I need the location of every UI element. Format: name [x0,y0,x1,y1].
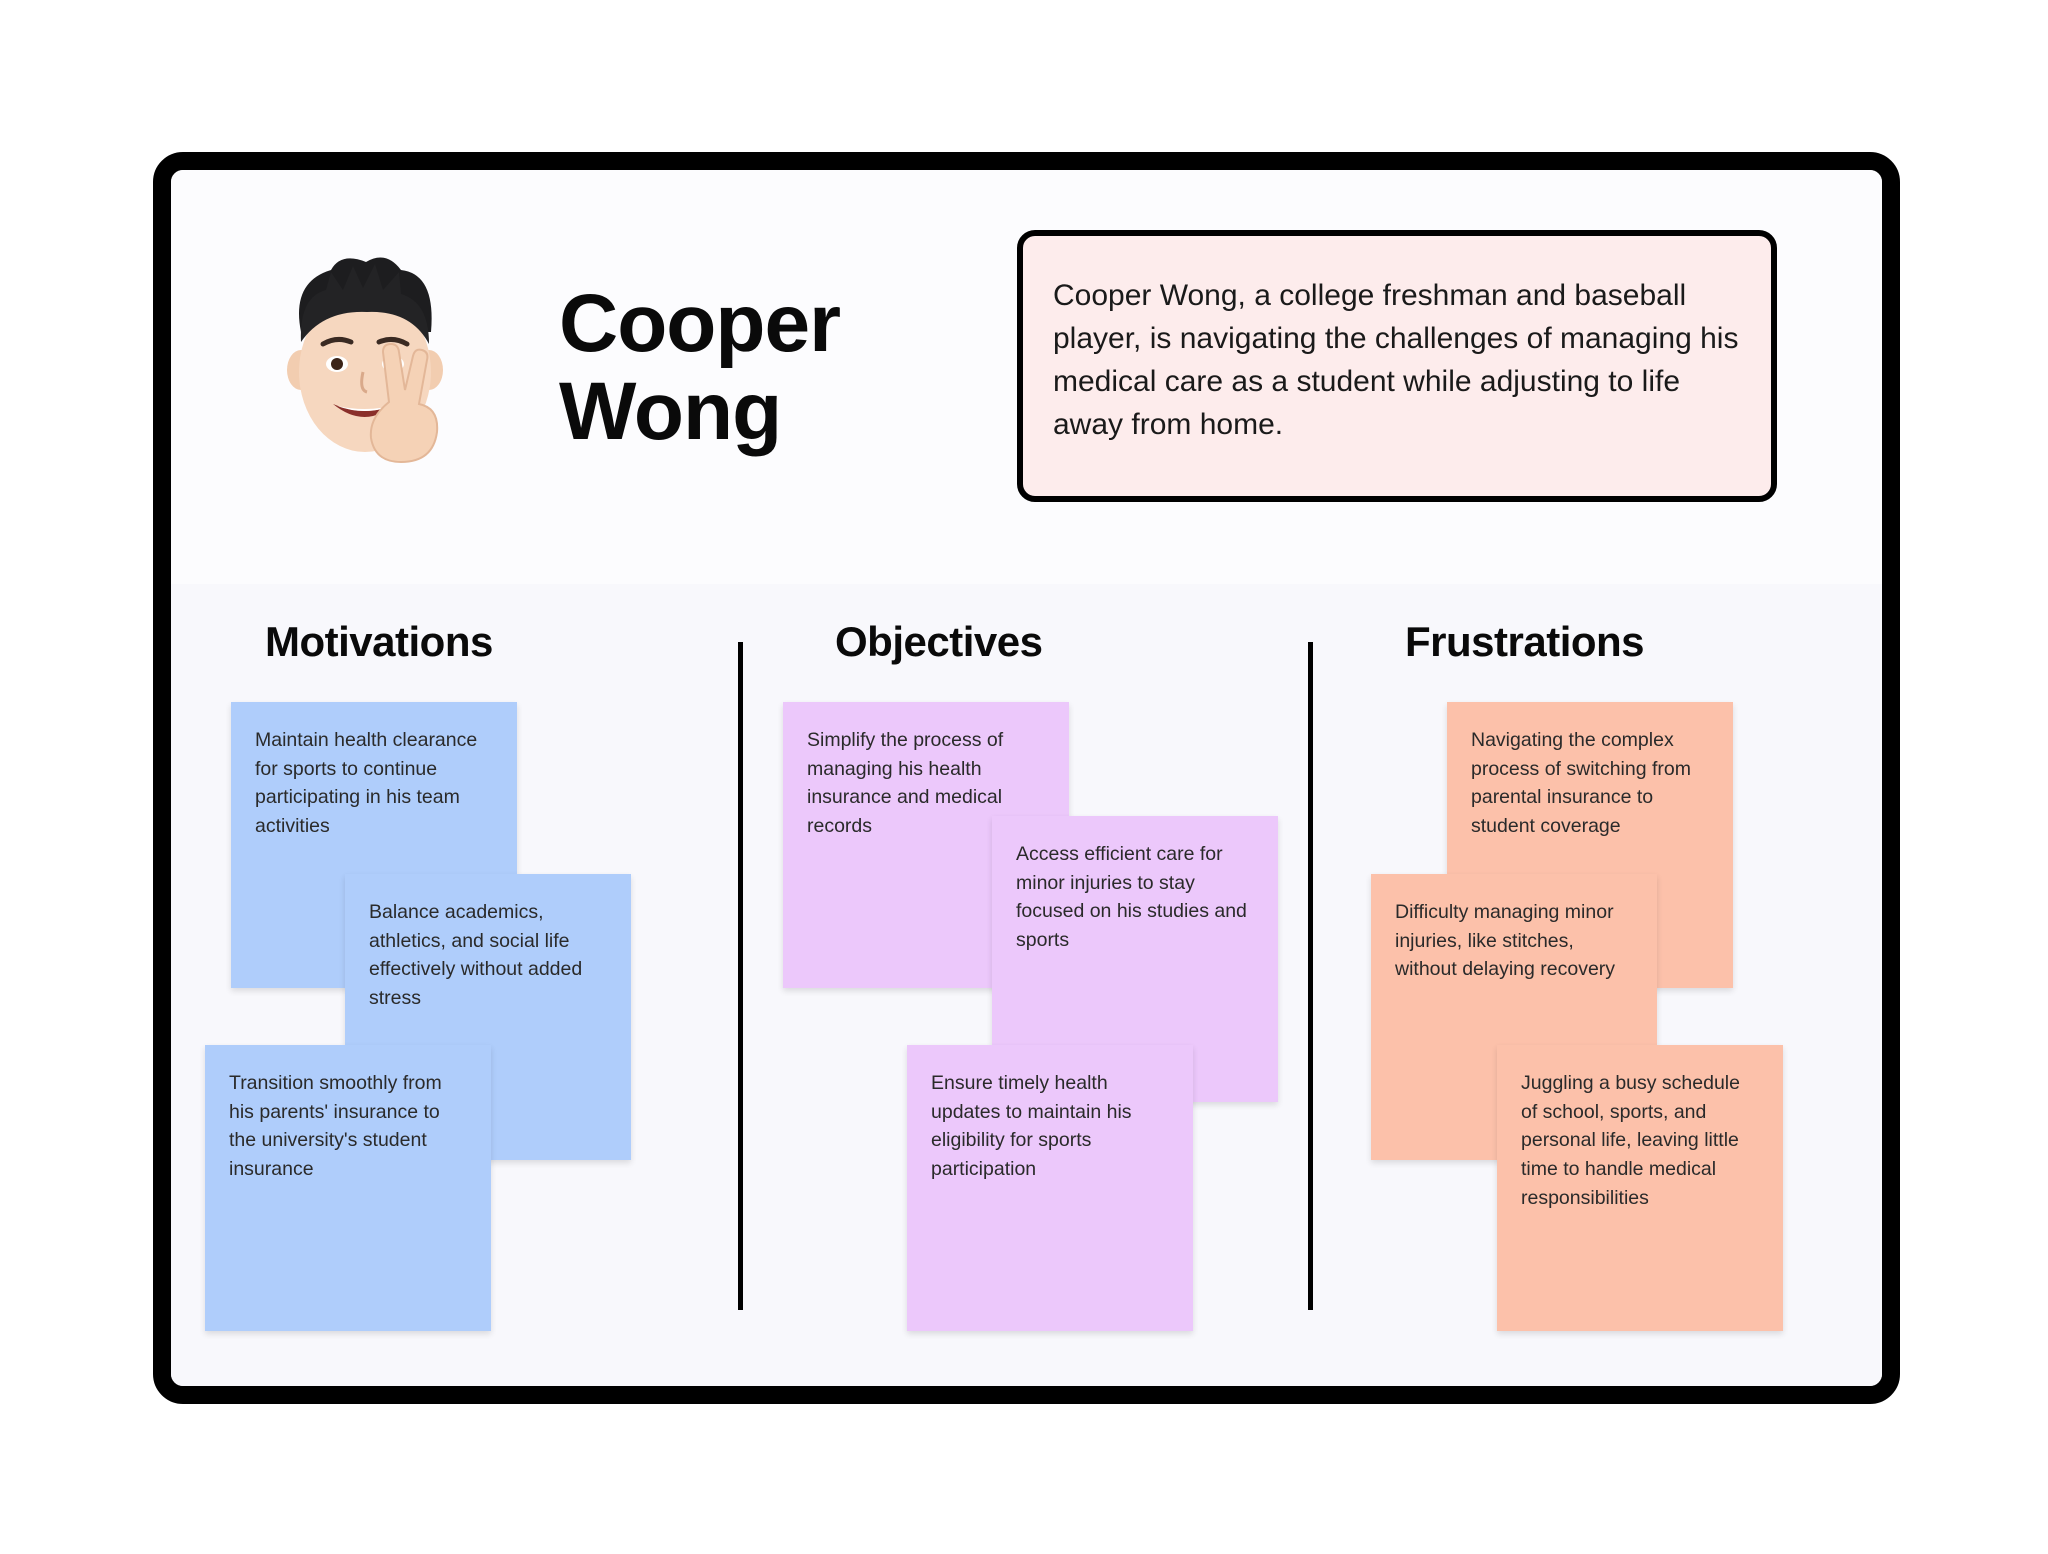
column-divider [1308,642,1313,1310]
column-divider [738,642,743,1310]
frustration-note[interactable]: Juggling a busy schedule of school, spor… [1497,1045,1783,1331]
first-name: Cooper [559,278,841,369]
frustrations-title: Frustrations [1405,618,1645,665]
objective-note[interactable]: Ensure timely health updates to maintain… [907,1045,1193,1331]
memoji-avatar-icon [271,252,461,472]
persona-bio: Cooper Wong, a college freshman and base… [1017,230,1777,502]
persona-header: Cooper Wong Cooper Wong, a college fresh… [171,170,1882,584]
motivations-title: Motivations [265,618,493,665]
persona-name: Cooper Wong [559,278,841,457]
motivation-note[interactable]: Transition smoothly from his parents' in… [205,1045,491,1331]
last-name: Wong [559,366,782,457]
persona-card: Cooper Wong Cooper Wong, a college fresh… [153,152,1900,1404]
objectives-title: Objectives [835,618,1043,665]
